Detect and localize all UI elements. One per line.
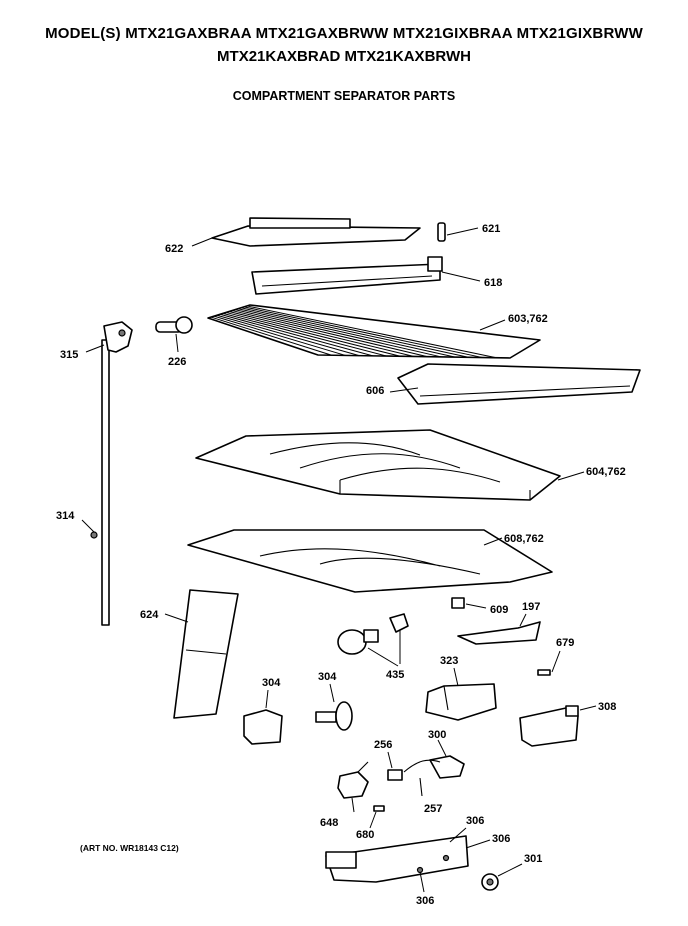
part-315-hinge-bar [85, 321, 133, 626]
part-679-screw [537, 650, 561, 676]
label-680: 680 [356, 829, 374, 841]
shelf-wire [246, 305, 497, 359]
diagram-subtitle: COMPARTMENT SEPARATOR PARTS [232, 89, 456, 103]
shelf-wire [219, 313, 373, 357]
label-604-762: 604,762 [586, 466, 626, 478]
label-257: 257 [424, 803, 442, 815]
label-226: 226 [168, 356, 186, 368]
label-606: 606 [366, 385, 384, 397]
label-618: 618 [484, 277, 502, 289]
part-301-grommet [481, 863, 523, 891]
part-648-damper [337, 761, 369, 813]
label-308: 308 [598, 701, 616, 713]
shelf-wire [210, 316, 332, 356]
shelf-wire [222, 312, 387, 357]
model-list-line-1: MODEL(S) MTX21GAXBRAA MTX21GAXBRWW MTX21… [45, 25, 643, 42]
part-680-screw [369, 805, 385, 829]
label-300: 300 [428, 729, 446, 741]
part-197-strap [457, 613, 541, 645]
label-609: 609 [490, 604, 508, 616]
label-679: 679 [556, 637, 574, 649]
label-603-762: 603,762 [508, 313, 548, 325]
label-621: 621 [482, 223, 500, 235]
part-323-control-box [425, 667, 497, 721]
label-648: 648 [320, 817, 338, 829]
part-435-lamp [337, 613, 409, 667]
part-604-tray [195, 429, 585, 501]
part-304-knob [315, 683, 353, 731]
part-608-separator [187, 529, 553, 593]
shelf-wire [228, 311, 415, 357]
part-226-cap [155, 316, 193, 353]
shelf-wire [225, 311, 401, 357]
label-435: 435 [386, 669, 404, 681]
part-609-clip [451, 597, 487, 609]
label-306-c: 306 [416, 895, 434, 907]
label-304-a: 304 [262, 677, 281, 689]
label-315: 315 [60, 349, 78, 361]
shelf-wire [216, 314, 360, 357]
label-301: 301 [524, 853, 542, 865]
part-306-base-bracket [325, 827, 491, 893]
shelf-wire [240, 307, 469, 358]
part-624-side-panel [164, 589, 239, 719]
shelf-wire [231, 310, 428, 358]
shelf-wire [243, 306, 483, 359]
art-number: (ART NO. WR18143 C12) [80, 843, 179, 853]
part-618-rail [251, 256, 481, 295]
shelf-wire [234, 309, 442, 358]
part-606-trim [389, 363, 641, 405]
label-314: 314 [56, 510, 75, 522]
part-300-thermostat [403, 739, 465, 779]
label-304-b: 304 [318, 671, 337, 683]
label-608-762: 608,762 [504, 533, 544, 545]
shelf-wire [237, 308, 456, 358]
shelf-wire [213, 315, 346, 356]
part-622-cover [191, 217, 421, 247]
label-306-a: 306 [466, 815, 484, 827]
label-624: 624 [140, 609, 159, 621]
label-622: 622 [165, 243, 183, 255]
part-304-housing [243, 689, 283, 745]
part-314-screw [81, 519, 98, 539]
part-308-bracket [519, 705, 597, 747]
label-306-b: 306 [492, 833, 510, 845]
part-603-wire-shelf [207, 304, 541, 359]
part-257-screw [419, 777, 423, 797]
label-323: 323 [440, 655, 458, 667]
model-list-line-2: MTX21KAXBRAD MTX21KAXBRWH [217, 48, 471, 65]
part-621-clip [437, 222, 479, 242]
part-256-switch [387, 751, 403, 781]
label-197: 197 [522, 601, 540, 613]
label-256: 256 [374, 739, 392, 751]
